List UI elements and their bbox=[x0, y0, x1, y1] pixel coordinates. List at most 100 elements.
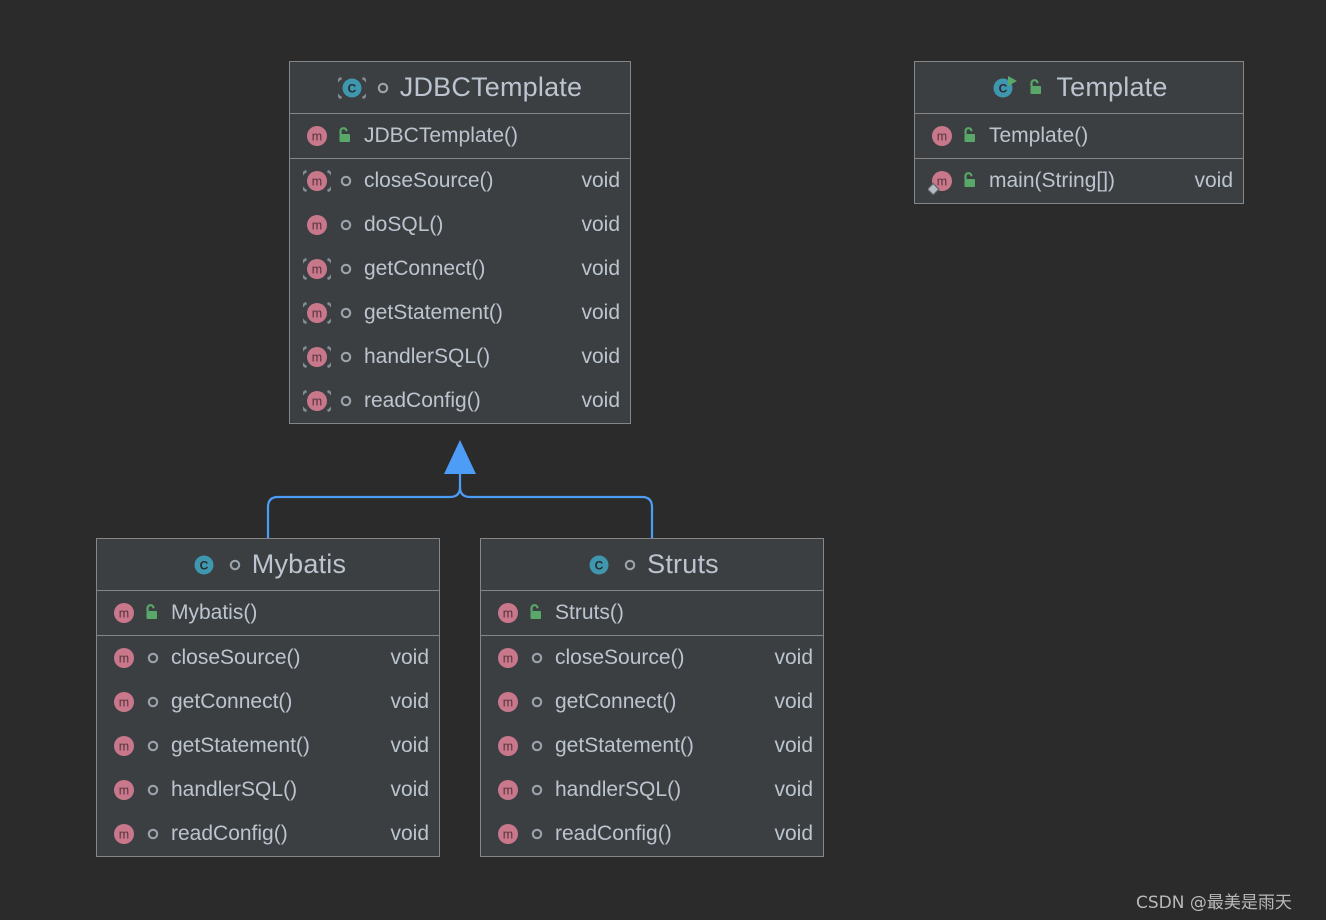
member-kind-icon-slot: m bbox=[493, 732, 523, 760]
member-name-label: doSQL() bbox=[364, 213, 444, 236]
member-kind-icon-slot: m bbox=[298, 167, 336, 195]
member-visibility-icon-slot bbox=[139, 826, 167, 842]
member-kind-icon-slot: m bbox=[493, 776, 523, 804]
member-visibility-icon-slot bbox=[332, 126, 360, 146]
member-return-type-label: void bbox=[774, 734, 813, 757]
member-visibility-icon-slot bbox=[523, 782, 551, 798]
method-icon: m bbox=[110, 732, 138, 760]
method-icon: m bbox=[303, 122, 331, 150]
member-kind-icon-slot: m bbox=[926, 167, 957, 196]
method-icon: m bbox=[110, 644, 138, 672]
member-return-type-label: void bbox=[390, 690, 429, 713]
member-kind-icon-slot: m bbox=[298, 343, 336, 371]
member-visibility-icon-slot bbox=[523, 603, 551, 623]
member-name-label: getConnect() bbox=[171, 690, 293, 713]
public-unlock-icon bbox=[961, 126, 981, 146]
svg-text:m: m bbox=[119, 696, 129, 710]
class-header-template[interactable]: C Template bbox=[915, 62, 1243, 114]
member-return-type-label: void bbox=[581, 169, 620, 192]
member-name-label: handlerSQL() bbox=[171, 778, 298, 801]
class-section-methods: m closeSource() void m getConnect() void m getS… bbox=[97, 635, 439, 856]
member-return-type-label: void bbox=[390, 646, 429, 669]
member-visibility-icon-slot bbox=[139, 782, 167, 798]
member-visibility-icon-slot bbox=[523, 650, 551, 666]
svg-text:m: m bbox=[312, 351, 322, 365]
svg-text:m: m bbox=[937, 130, 947, 144]
runnable-class-icon: C bbox=[990, 74, 1018, 102]
svg-text:m: m bbox=[312, 307, 322, 321]
member-row[interactable]: m getConnect() void bbox=[97, 680, 439, 724]
svg-text:m: m bbox=[312, 395, 322, 409]
generalization-arrowhead-icon bbox=[444, 440, 476, 474]
member-kind-icon-slot: m bbox=[493, 644, 523, 672]
svg-text:m: m bbox=[119, 607, 129, 621]
member-kind-icon-slot: m bbox=[298, 255, 336, 283]
edge-struts-extends-jdbctemplate bbox=[458, 485, 654, 540]
member-visibility-icon-slot bbox=[957, 171, 985, 191]
svg-text:m: m bbox=[503, 696, 513, 710]
member-name-label: closeSource() bbox=[171, 646, 301, 669]
watermark-label: CSDN @最美是雨天 bbox=[1136, 893, 1292, 913]
svg-text:C: C bbox=[999, 81, 1008, 95]
member-visibility-icon-slot bbox=[139, 650, 167, 666]
public-unlock-icon bbox=[1027, 78, 1047, 98]
method-icon-static: m bbox=[926, 167, 956, 196]
svg-text:m: m bbox=[119, 652, 129, 666]
package-private-circle-icon bbox=[145, 782, 161, 798]
member-kind-icon-slot: m bbox=[109, 732, 139, 760]
class-icon: C bbox=[585, 551, 613, 579]
package-private-circle-icon bbox=[529, 738, 545, 754]
member-row[interactable]: m getStatement() void bbox=[97, 724, 439, 768]
class-name-label: Template bbox=[1056, 72, 1168, 102]
member-name-label: getStatement() bbox=[171, 734, 310, 757]
package-private-circle-icon bbox=[338, 305, 354, 321]
member-row[interactable]: m closeSource() void bbox=[97, 636, 439, 680]
class-icon-bracketed: C bbox=[333, 74, 370, 102]
method-icon: m bbox=[494, 820, 522, 848]
svg-text:m: m bbox=[119, 828, 129, 842]
svg-text:m: m bbox=[312, 175, 322, 189]
member-return-type-label: void bbox=[390, 734, 429, 757]
package-private-circle-icon bbox=[338, 261, 354, 277]
svg-text:m: m bbox=[937, 175, 947, 189]
member-visibility-icon-slot bbox=[139, 738, 167, 754]
method-icon: m bbox=[110, 688, 138, 716]
public-unlock-icon bbox=[527, 603, 547, 623]
member-kind-icon-slot: m bbox=[493, 820, 523, 848]
package-private-circle-icon bbox=[529, 782, 545, 798]
method-icon: m bbox=[928, 122, 956, 150]
public-unlock-icon bbox=[336, 126, 356, 146]
member-kind-icon-slot: m bbox=[109, 820, 139, 848]
method-icon: m bbox=[494, 599, 522, 627]
member-name-label: main(String[]) bbox=[989, 169, 1116, 192]
package-private-circle-icon bbox=[145, 738, 161, 754]
method-icon-bracketed: m bbox=[298, 387, 336, 415]
public-unlock-icon bbox=[143, 603, 163, 623]
member-kind-icon-slot: m bbox=[298, 387, 336, 415]
